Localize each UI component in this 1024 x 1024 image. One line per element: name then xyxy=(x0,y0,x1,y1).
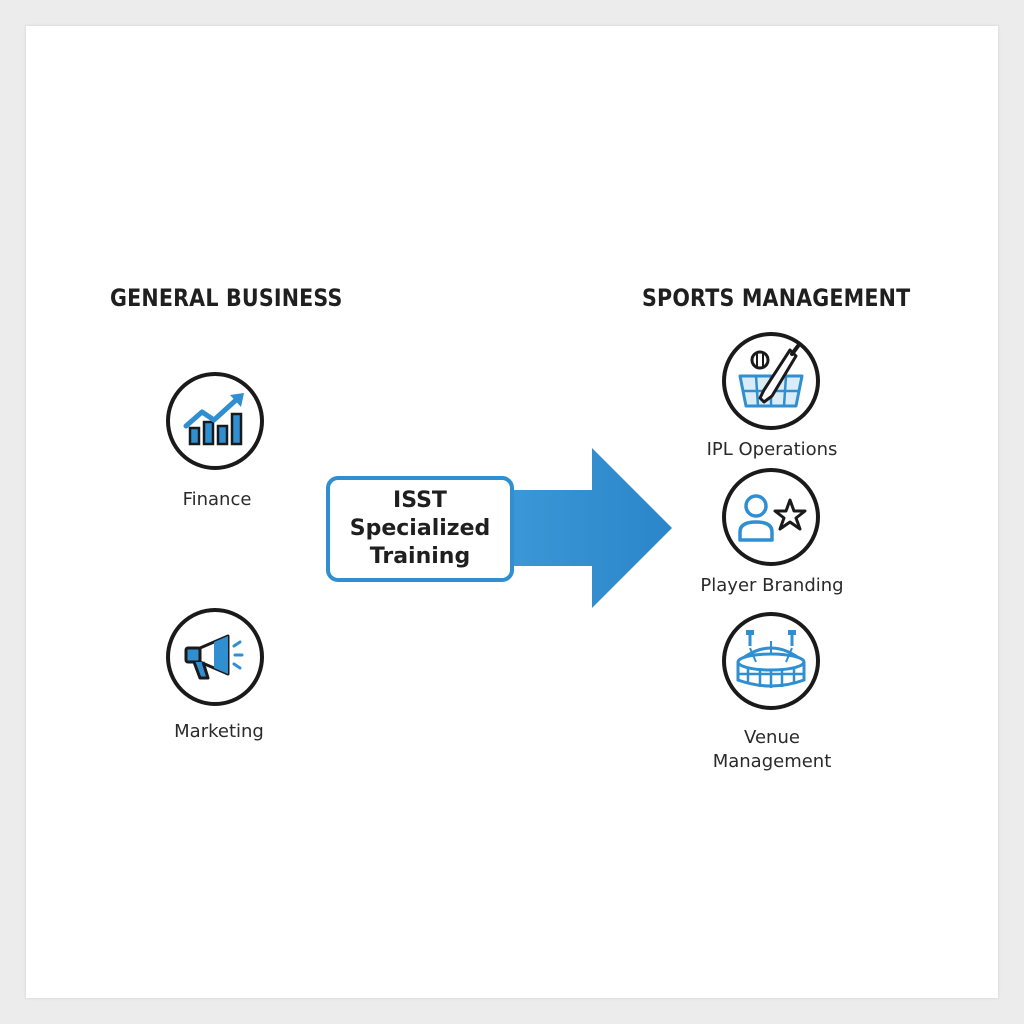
sports-management-heading: SPORTS MANAGEMENT xyxy=(642,284,911,312)
center-line-3: Training xyxy=(369,544,471,569)
stadium-icon xyxy=(722,612,820,710)
venue-label-line-2: Management xyxy=(712,751,832,772)
finance-chart-icon xyxy=(166,372,264,470)
center-line-2: Specialized xyxy=(349,516,491,541)
venue-label-line-1: Venue xyxy=(744,727,800,748)
general-business-heading: GENERAL BUSINESS xyxy=(110,284,343,312)
cricket-bat-ball-icon xyxy=(722,332,820,430)
person-star-icon xyxy=(722,468,820,566)
player-branding-label: Player Branding xyxy=(700,575,844,596)
center-line-1: ISST xyxy=(393,488,447,513)
megaphone-icon xyxy=(166,608,264,706)
finance-label: Finance xyxy=(182,489,252,510)
right-arrow-icon xyxy=(500,448,672,608)
ipl-operations-label: IPL Operations xyxy=(706,439,838,460)
marketing-label: Marketing xyxy=(174,721,264,742)
isst-training-box: ISST Specialized Training xyxy=(326,476,514,582)
venue-management-label: Venue Management xyxy=(672,726,872,774)
